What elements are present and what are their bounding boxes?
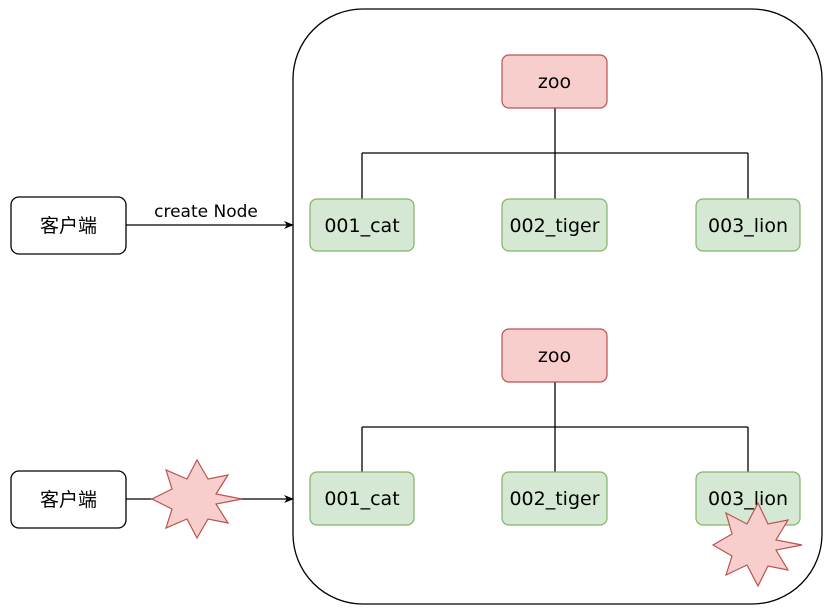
tree-bottom-child-lion[interactable]: 003_lion bbox=[695, 471, 801, 526]
tree-top-child-tiger[interactable]: 002_tiger bbox=[501, 198, 608, 252]
tree-bottom-child-lion-label: 003_lion bbox=[708, 488, 788, 510]
tree-top-child-lion-box bbox=[695, 198, 801, 252]
tree-bottom-child-cat-label: 001_cat bbox=[324, 488, 399, 510]
explosion-icon bbox=[150, 458, 243, 540]
tree-top-child-cat-box bbox=[309, 198, 415, 252]
tree-bottom: zoo 001_cat 002_tiger 003_lion bbox=[309, 328, 803, 588]
client-top[interactable]: 客户端 bbox=[10, 196, 127, 255]
tree-top-child-tiger-label: 002_tiger bbox=[509, 215, 599, 237]
tree-top-child-tiger-box bbox=[501, 198, 608, 252]
tree-top-root-node[interactable]: zoo bbox=[501, 54, 608, 109]
tree-top-child-cat[interactable]: 001_cat bbox=[309, 198, 415, 252]
tree-bottom-child-tiger-label: 002_tiger bbox=[509, 488, 599, 510]
explosion-icon bbox=[711, 501, 803, 588]
tree-bottom-child-cat-box bbox=[309, 471, 415, 526]
arrow-top-label: create Node bbox=[154, 202, 258, 222]
tree-bottom-edges bbox=[361, 382, 749, 472]
tree-top-root-label: zoo bbox=[538, 71, 571, 93]
tree-bottom-child-tiger-box bbox=[501, 471, 608, 526]
tree-bottom-root-label: zoo bbox=[538, 345, 571, 367]
tree-top: zoo 001_cat 002_tiger 003_lion bbox=[309, 54, 801, 252]
tree-bottom-root-node[interactable]: zoo bbox=[501, 328, 608, 383]
tree-top-child-lion-label: 003_lion bbox=[708, 215, 788, 237]
arrow-bottom bbox=[126, 458, 294, 540]
client-bottom[interactable]: 客户端 bbox=[10, 470, 127, 529]
tree-top-edges bbox=[361, 108, 749, 199]
arrow-top: create Node bbox=[126, 202, 294, 229]
tree-bottom-child-cat[interactable]: 001_cat bbox=[309, 471, 415, 526]
tree-top-child-cat-label: 001_cat bbox=[324, 215, 399, 237]
tree-bottom-child-tiger[interactable]: 002_tiger bbox=[501, 471, 608, 526]
server-container bbox=[292, 8, 823, 605]
tree-top-root-box bbox=[501, 54, 608, 109]
client-top-label: 客户端 bbox=[40, 215, 97, 237]
client-bottom-label: 客户端 bbox=[40, 489, 97, 511]
tree-top-child-lion[interactable]: 003_lion bbox=[695, 198, 801, 252]
tree-bottom-root-box bbox=[501, 328, 608, 383]
